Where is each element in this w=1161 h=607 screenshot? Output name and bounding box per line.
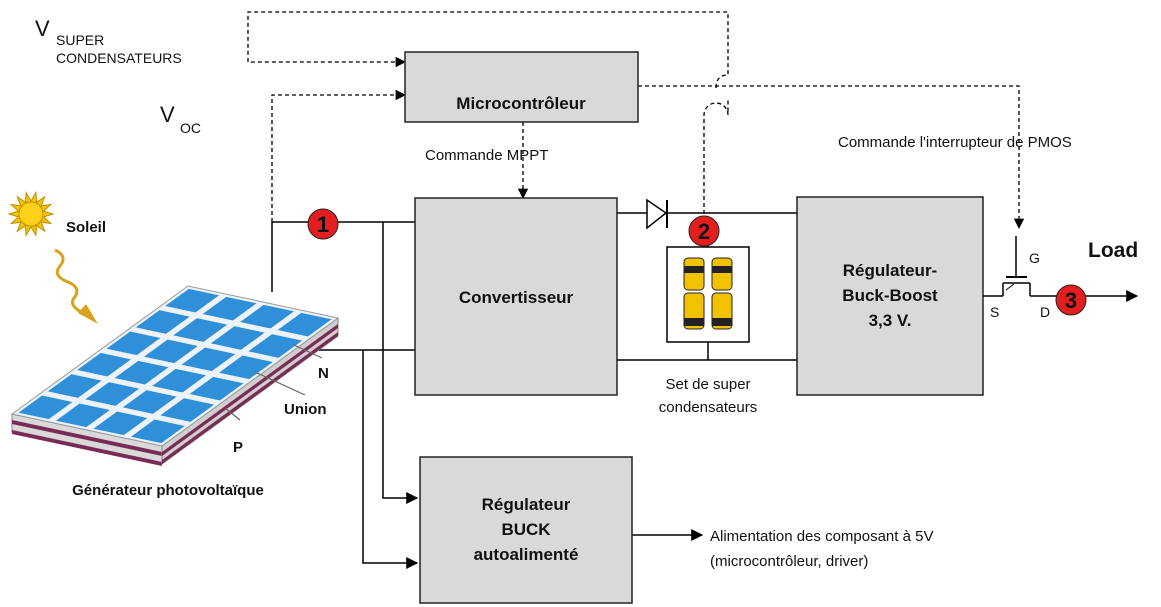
- pin-s: S: [990, 304, 999, 320]
- solar-cell: [208, 325, 268, 351]
- regulateur-buck-block: Régulateur BUCK autoalimenté: [419, 456, 633, 604]
- solar-cell: [45, 373, 105, 399]
- v-oc-label: V: [160, 102, 175, 127]
- solar-cell: [91, 410, 150, 437]
- regulateur-bb-line3: 3,3 V.: [869, 311, 912, 330]
- solar-cell: [216, 354, 276, 381]
- set-super-line1: Set de super: [665, 376, 750, 393]
- solar-cell: [162, 287, 222, 314]
- solar-cell: [157, 397, 217, 423]
- set-super-line2: condensateurs: [659, 399, 757, 416]
- solar-cell: [149, 367, 209, 394]
- commande-mppt-label: Commande MPPT: [425, 147, 548, 164]
- soleil-label: Soleil: [66, 219, 106, 236]
- solar-cell: [275, 311, 334, 338]
- regulateur-bb-line2: Buck-Boost: [842, 286, 938, 305]
- capacitor-icon: [683, 257, 733, 330]
- regulateur-buck-line3: autoalimenté: [474, 545, 579, 564]
- regulateur-buck-line2: BUCK: [501, 520, 551, 539]
- n-pointer: [293, 344, 323, 359]
- marker-3: 3: [1055, 284, 1087, 316]
- v-oc-sub: OC: [180, 120, 201, 136]
- solar-cell: [74, 351, 134, 378]
- regulateur-buck-boost-block: Régulateur- Buck-Boost 3,3 V.: [796, 196, 984, 396]
- v-super-sub-line1: SUPER: [56, 32, 104, 48]
- marker-1: 1: [307, 208, 339, 240]
- generateur-label: Générateur photovoltaïque: [72, 482, 264, 499]
- v-super-label: V: [35, 16, 50, 41]
- solar-cell: [112, 359, 171, 386]
- marker-3-label: 3: [1065, 288, 1077, 313]
- pin-d: D: [1040, 304, 1050, 320]
- solar-cell: [179, 346, 238, 373]
- diode-icon: [646, 198, 668, 230]
- super-capacitor-set: [666, 246, 750, 343]
- union-label: Union: [284, 401, 327, 418]
- p-pointer: [224, 407, 241, 421]
- pmos-switch-icon: [1002, 236, 1058, 297]
- load-label: Load: [1088, 239, 1138, 262]
- v-super-sub-line2: CONDENSATEURS: [56, 50, 182, 66]
- solar-cell: [200, 295, 259, 322]
- commande-pmos-label: Commande l'interrupteur de PMOS: [838, 134, 1072, 151]
- microcontroleur-block: Microcontrôleur: [404, 51, 639, 123]
- convertisseur-block: Convertisseur: [414, 197, 618, 396]
- sun-icon: [7, 190, 55, 238]
- regulateur-bb-line1: Régulateur-: [843, 261, 937, 280]
- solar-cell: [245, 333, 305, 359]
- solar-cell: [53, 402, 113, 429]
- alim-line1: Alimentation des composant à 5V: [710, 528, 933, 545]
- sunlight-arrowhead: [78, 304, 98, 324]
- marker-1-label: 1: [317, 212, 329, 237]
- v-super-feedback-line: [247, 11, 729, 89]
- v-oc-line: [271, 89, 407, 222]
- solar-cell: [187, 375, 246, 402]
- n-label: N: [318, 365, 329, 382]
- dashed-signal-lines: [247, 11, 1025, 230]
- panel-positive-wire: [271, 221, 415, 292]
- pmos-command-line: [638, 85, 1025, 230]
- alim-line2: (microcontrôleur, driver): [710, 553, 868, 570]
- pin-g: G: [1029, 250, 1040, 266]
- regulateur-buck-line1: Régulateur: [482, 495, 571, 514]
- solar-panel-illustration: [10, 285, 340, 466]
- microcontroleur-label: Microcontrôleur: [456, 94, 586, 113]
- solar-cell: [128, 418, 188, 445]
- solar-cell: [237, 303, 297, 330]
- solar-cell: [141, 338, 201, 365]
- solar-cell: [16, 394, 75, 421]
- solar-cells: [16, 287, 334, 445]
- buck-feed-wire-2: [362, 350, 419, 569]
- convertisseur-label: Convertisseur: [459, 288, 574, 307]
- solar-cell: [104, 330, 163, 357]
- p-label: P: [233, 439, 243, 456]
- sunlight-arrow: [54, 248, 86, 316]
- marker-2: 2: [688, 215, 720, 247]
- union-pointer: [254, 371, 306, 396]
- solar-cell: [120, 389, 180, 415]
- solar-cell: [133, 309, 193, 335]
- marker-2-label: 2: [698, 219, 710, 244]
- buck-feed-wire-1: [382, 222, 419, 504]
- solar-cell: [82, 381, 142, 407]
- super-cap-sense-line: [703, 100, 729, 228]
- solar-cell: [170, 317, 230, 343]
